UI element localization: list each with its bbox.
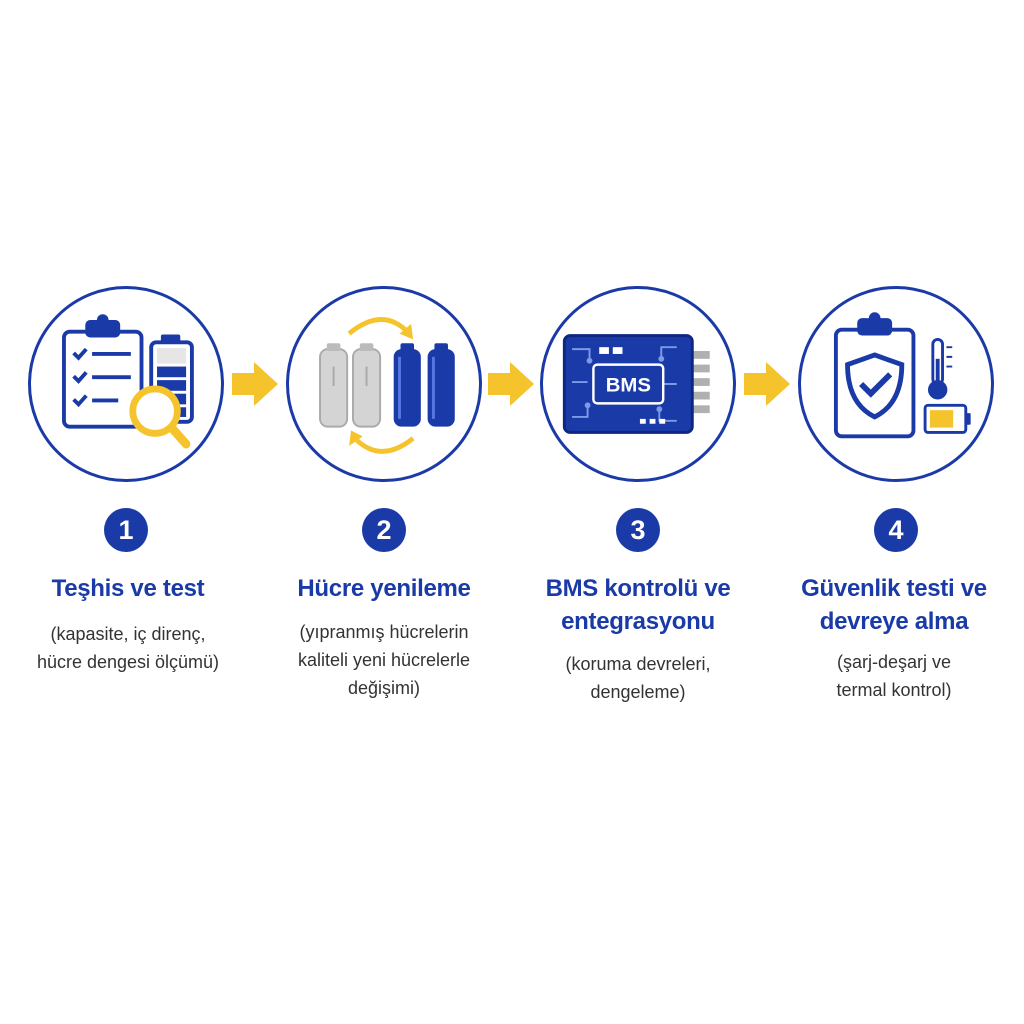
step-2-title: Hücre yenileme — [297, 575, 471, 602]
step-4-number: 4 — [874, 508, 918, 552]
arrow-right-icon — [232, 362, 278, 406]
step-3-number: 3 — [616, 508, 660, 552]
step-2-circle — [286, 286, 482, 482]
bms-chip-label: BMS — [606, 375, 651, 397]
battery-low-icon — [923, 403, 971, 434]
blue-cells-icon — [393, 343, 455, 427]
battery-icon — [149, 334, 194, 424]
step-3-circle: BMS — [540, 286, 736, 482]
swap-arrows-icon — [347, 317, 415, 454]
step-1-description: (kapasite, iç direnç, hücre dengesi ölçü… — [36, 624, 220, 672]
clipboard-checklist-icon — [62, 314, 144, 429]
circuit-board-icon — [562, 334, 710, 434]
thermometer-icon — [927, 337, 953, 400]
arrow-right-icon — [744, 362, 790, 406]
step-2-number: 2 — [362, 508, 406, 552]
step-1-title: Teşhis ve test — [51, 575, 205, 602]
step-1-number: 1 — [104, 508, 148, 552]
grey-cells-icon — [319, 343, 382, 428]
shield-check-icon — [845, 352, 905, 420]
step-4-title: Güvenlik testi ve devreye alma — [801, 575, 987, 635]
step-4-description: (şarj-deşarj ve termal kontrol) — [836, 652, 952, 700]
step-3-description: (koruma devreleri, dengeleme) — [565, 654, 711, 702]
step-3-title: BMS kontrolü ve entegrasyonu — [545, 575, 731, 635]
step-4-circle — [798, 286, 994, 482]
arrow-right-icon — [488, 362, 534, 406]
magnifier-icon — [129, 385, 191, 449]
step-1-circle — [28, 286, 224, 482]
step-2-description: (yıpranmış hücrelerin kaliteli yeni hücr… — [297, 622, 471, 698]
